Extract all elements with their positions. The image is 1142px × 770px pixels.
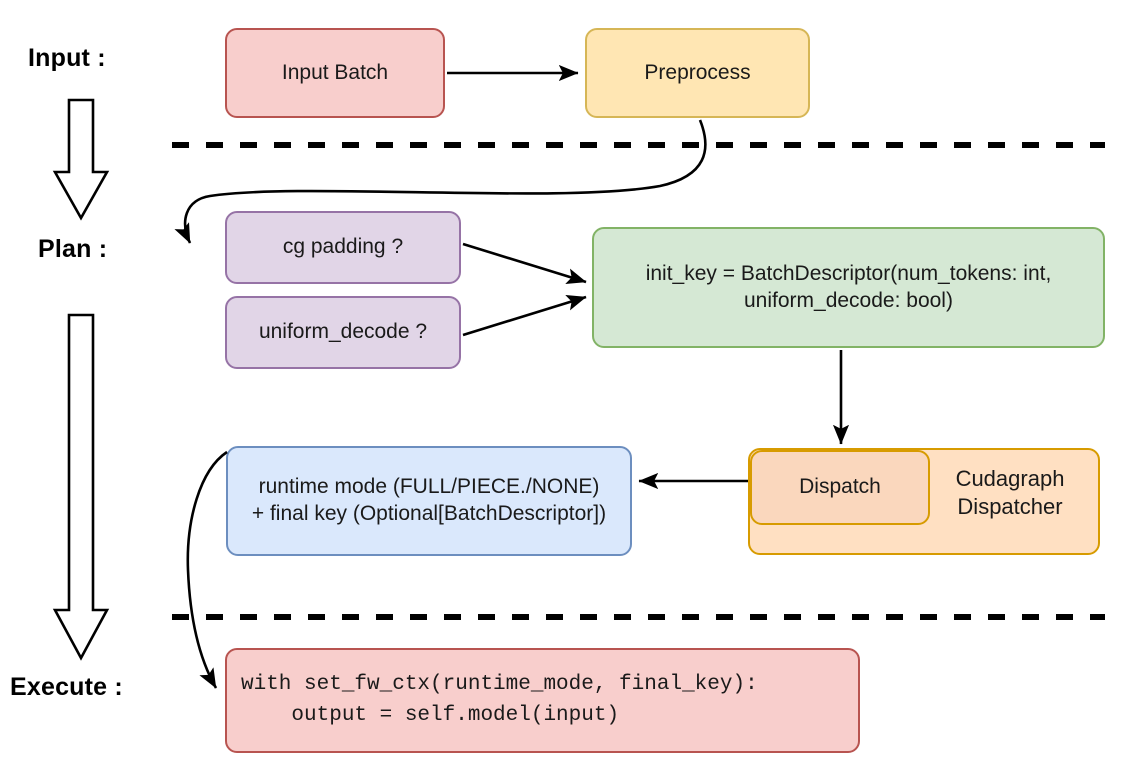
node-cg-padding[interactable]: cg padding ? <box>225 211 461 284</box>
node-execute-code[interactable]: with set_fw_ctx(runtime_mode, final_key)… <box>225 648 860 753</box>
arrow-cg-padding-to-init-key <box>462 242 587 285</box>
stage-label-execute: Execute : <box>10 673 123 701</box>
stage-arrow-input-to-plan <box>52 98 110 221</box>
stage-arrow-plan-to-execute <box>52 313 110 661</box>
stage-label-plan: Plan : <box>38 235 108 263</box>
node-preprocess[interactable]: Preprocess <box>585 28 810 118</box>
node-uniform-decode[interactable]: uniform_decode ? <box>225 296 461 369</box>
node-init-key-batchdescriptor[interactable]: init_key = BatchDescriptor(num_tokens: i… <box>592 227 1105 348</box>
node-runtime-mode-label: runtime mode (FULL/PIECE./NONE) + final … <box>251 475 607 525</box>
arrow-runtime-mode-to-execute <box>186 450 228 689</box>
node-dispatch-label: Dispatch <box>799 475 881 499</box>
node-cg-padding-label: cg padding ? <box>282 235 404 259</box>
stage-label-input: Input : <box>28 44 106 72</box>
node-input-batch[interactable]: Input Batch <box>225 28 445 118</box>
node-execute-code-label: with set_fw_ctx(runtime_mode, final_key)… <box>241 673 758 727</box>
node-cudagraph-dispatcher-label: Cudagraph Dispatcher <box>955 466 1065 519</box>
arrow-uniform-decode-to-init-key <box>462 294 587 337</box>
node-dispatch[interactable]: Dispatch <box>750 450 930 525</box>
node-preprocess-label: Preprocess <box>644 60 751 84</box>
node-runtime-mode-final-key[interactable]: runtime mode (FULL/PIECE./NONE) + final … <box>226 446 632 556</box>
node-uniform-decode-label: uniform_decode ? <box>258 320 428 344</box>
node-input-batch-label: Input Batch <box>281 60 389 84</box>
node-init-key-label: init_key = BatchDescriptor(num_tokens: i… <box>645 261 1052 312</box>
